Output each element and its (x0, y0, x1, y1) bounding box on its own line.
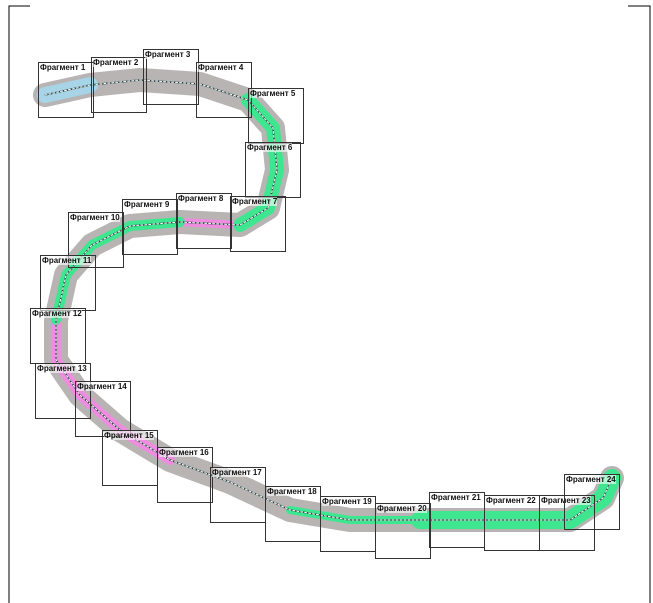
fragment-label: Фрагмент 4 (198, 63, 244, 72)
fragment-label: Фрагмент 16 (159, 448, 209, 457)
fragment-label: Фрагмент 20 (377, 504, 427, 513)
fragment-label: Фрагмент 13 (37, 364, 87, 373)
fragment-label: Фрагмент 23 (541, 496, 591, 505)
fragment-label: Фрагмент 11 (42, 256, 92, 265)
fragment-label: Фрагмент 18 (267, 487, 317, 496)
fragment-label: Фрагмент 2 (93, 58, 139, 67)
fragment-box-17[interactable]: Фрагмент 17 (210, 467, 266, 523)
fragment-box-14[interactable]: Фрагмент 14 (75, 381, 131, 437)
fragment-box-11[interactable]: Фрагмент 11 (40, 255, 96, 311)
fragment-label: Фрагмент 9 (124, 200, 170, 209)
fragment-box-18[interactable]: Фрагмент 18 (265, 486, 321, 542)
fragment-box-1[interactable]: Фрагмент 1 (38, 62, 94, 118)
fragment-box-8[interactable]: Фрагмент 8 (176, 193, 232, 249)
fragment-box-15[interactable]: Фрагмент 15 (102, 430, 158, 486)
fragment-box-5[interactable]: Фрагмент 5 (248, 88, 304, 144)
fragment-label: Фрагмент 24 (566, 475, 616, 484)
fragment-box-16[interactable]: Фрагмент 16 (157, 447, 213, 503)
fragment-box-7[interactable]: Фрагмент 7 (230, 196, 286, 252)
fragment-label: Фрагмент 22 (486, 496, 536, 505)
fragment-box-10[interactable]: Фрагмент 10 (68, 212, 124, 268)
frame-corners (8, 5, 651, 603)
fragment-label: Фрагмент 8 (178, 194, 224, 203)
fragment-box-20[interactable]: Фрагмент 20 (375, 503, 431, 559)
fragment-box-6[interactable]: Фрагмент 6 (245, 142, 301, 198)
fragment-label: Фрагмент 6 (247, 143, 293, 152)
fragment-box-4[interactable]: Фрагмент 4 (196, 62, 252, 118)
fragment-box-12[interactable]: Фрагмент 12 (30, 308, 86, 364)
fragment-label: Фрагмент 17 (212, 468, 262, 477)
fragment-box-3[interactable]: Фрагмент 3 (143, 49, 199, 105)
fragment-box-2[interactable]: Фрагмент 2 (91, 57, 147, 113)
fragment-label: Фрагмент 19 (322, 497, 372, 506)
fragment-box-22[interactable]: Фрагмент 22 (484, 495, 540, 551)
fragment-label: Фрагмент 3 (145, 50, 191, 59)
fragment-box-21[interactable]: Фрагмент 21 (429, 492, 485, 548)
fragment-label: Фрагмент 10 (70, 213, 120, 222)
fragment-label: Фрагмент 21 (431, 493, 481, 502)
fragment-label: Фрагмент 12 (32, 309, 82, 318)
route-dashes (44, 79, 613, 521)
fragment-box-13[interactable]: Фрагмент 13 (35, 363, 91, 419)
fragment-label: Фрагмент 1 (40, 63, 86, 72)
fragment-label: Фрагмент 14 (77, 382, 127, 391)
fragment-label: Фрагмент 7 (232, 197, 278, 206)
fragment-box-24[interactable]: Фрагмент 24 (564, 474, 620, 530)
fragment-label: Фрагмент 5 (250, 89, 296, 98)
fragment-box-19[interactable]: Фрагмент 19 (320, 496, 376, 552)
fragment-label: Фрагмент 15 (104, 431, 154, 440)
fragment-box-23[interactable]: Фрагмент 23 (539, 495, 595, 551)
fragment-box-9[interactable]: Фрагмент 9 (122, 199, 178, 255)
